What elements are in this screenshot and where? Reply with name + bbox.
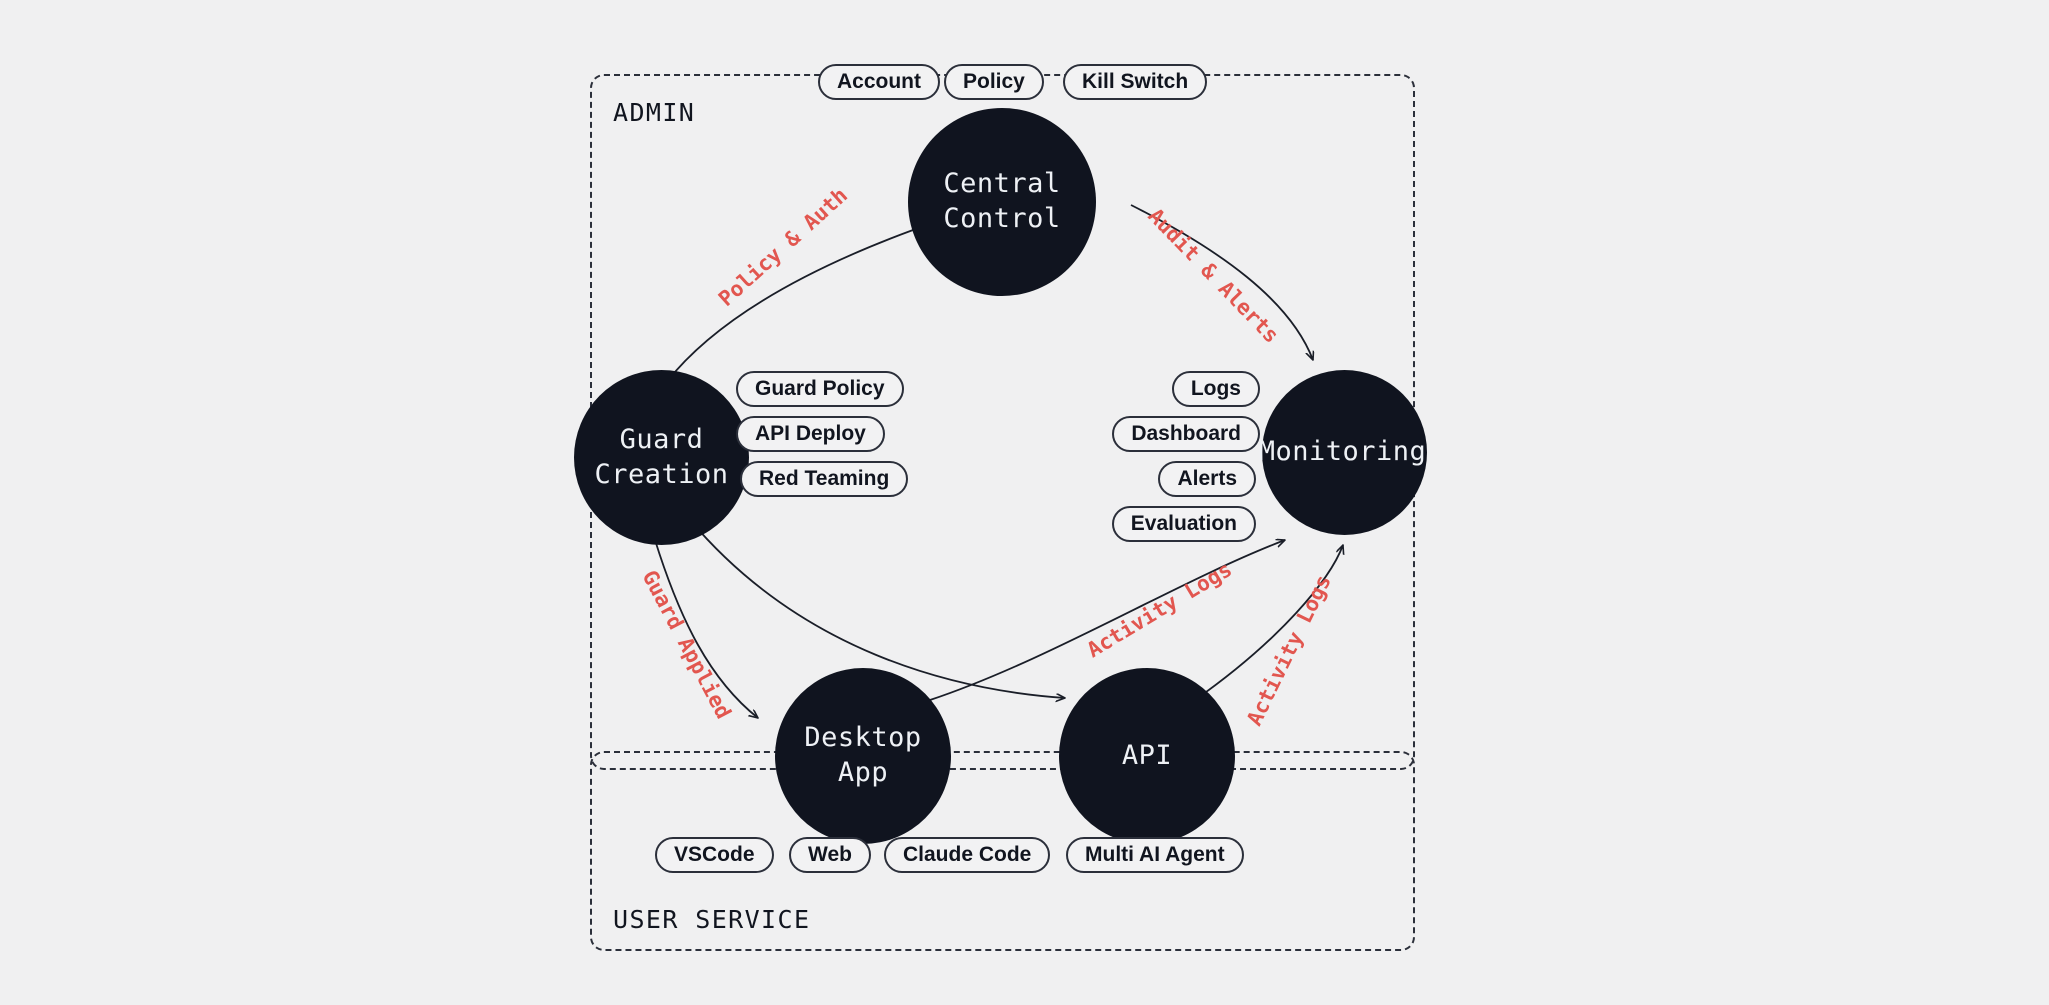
pill-evaluation-label: Evaluation xyxy=(1130,512,1237,535)
pill-dashboard-label: Dashboard xyxy=(1131,422,1241,445)
pill-multi-ai-agent[interactable]: Multi AI Agent xyxy=(1066,837,1244,873)
node-desktop-app-label-2: App xyxy=(837,757,889,788)
edge-guard-applied xyxy=(654,539,758,718)
node-monitoring[interactable]: Monitoring xyxy=(1258,370,1427,535)
edge-audit-alerts-arc xyxy=(1130,204,1313,360)
pill-api-deploy[interactable]: API Deploy xyxy=(736,416,885,452)
node-desktop-app-label-1: Desktop xyxy=(804,722,922,754)
node-guard-creation[interactable]: Guard Creation xyxy=(574,370,749,545)
node-monitoring-label: Monitoring xyxy=(1258,436,1427,468)
pill-alerts-label: Alerts xyxy=(1177,467,1237,490)
pill-logs[interactable]: Logs xyxy=(1171,371,1260,407)
pill-kill-switch[interactable]: Kill Switch xyxy=(1063,64,1208,100)
node-desktop-app[interactable]: Desktop App xyxy=(775,668,951,844)
zone-user-service xyxy=(590,751,1415,951)
pill-vscode[interactable]: VSCode xyxy=(655,837,774,873)
edge-guard-to-api xyxy=(689,519,1065,698)
pill-alerts[interactable]: Alerts xyxy=(1158,461,1256,497)
pill-policy[interactable]: Policy xyxy=(944,64,1044,100)
pill-logs-label: Logs xyxy=(1190,377,1241,400)
pill-web[interactable]: Web xyxy=(789,837,871,873)
pill-red-teaming[interactable]: Red Teaming xyxy=(740,461,909,497)
pill-evaluation[interactable]: Evaluation xyxy=(1111,506,1256,542)
zone-user-service-label: USER SERVICE xyxy=(613,905,811,934)
edge-policy-auth-arc xyxy=(665,229,914,384)
pill-account[interactable]: Account xyxy=(818,64,940,100)
node-guard-creation-label-1: Guard xyxy=(619,423,704,455)
node-api[interactable]: API xyxy=(1059,668,1235,844)
edge-activity-logs-api xyxy=(1194,545,1343,701)
node-central-control-label-1: Central xyxy=(943,168,1061,200)
pill-claude-code[interactable]: Claude Code xyxy=(884,837,1051,873)
pill-dashboard[interactable]: Dashboard xyxy=(1112,416,1260,452)
node-central-control[interactable]: Central Control xyxy=(908,108,1096,296)
pill-guard-policy[interactable]: Guard Policy xyxy=(736,371,904,407)
edge-activity-logs-desktop xyxy=(929,540,1285,701)
node-central-control-label-2: Control xyxy=(943,203,1061,234)
node-guard-creation-label-2: Creation xyxy=(594,458,729,490)
node-api-label: API xyxy=(1121,739,1173,771)
zone-admin-label: ADMIN xyxy=(613,98,696,127)
